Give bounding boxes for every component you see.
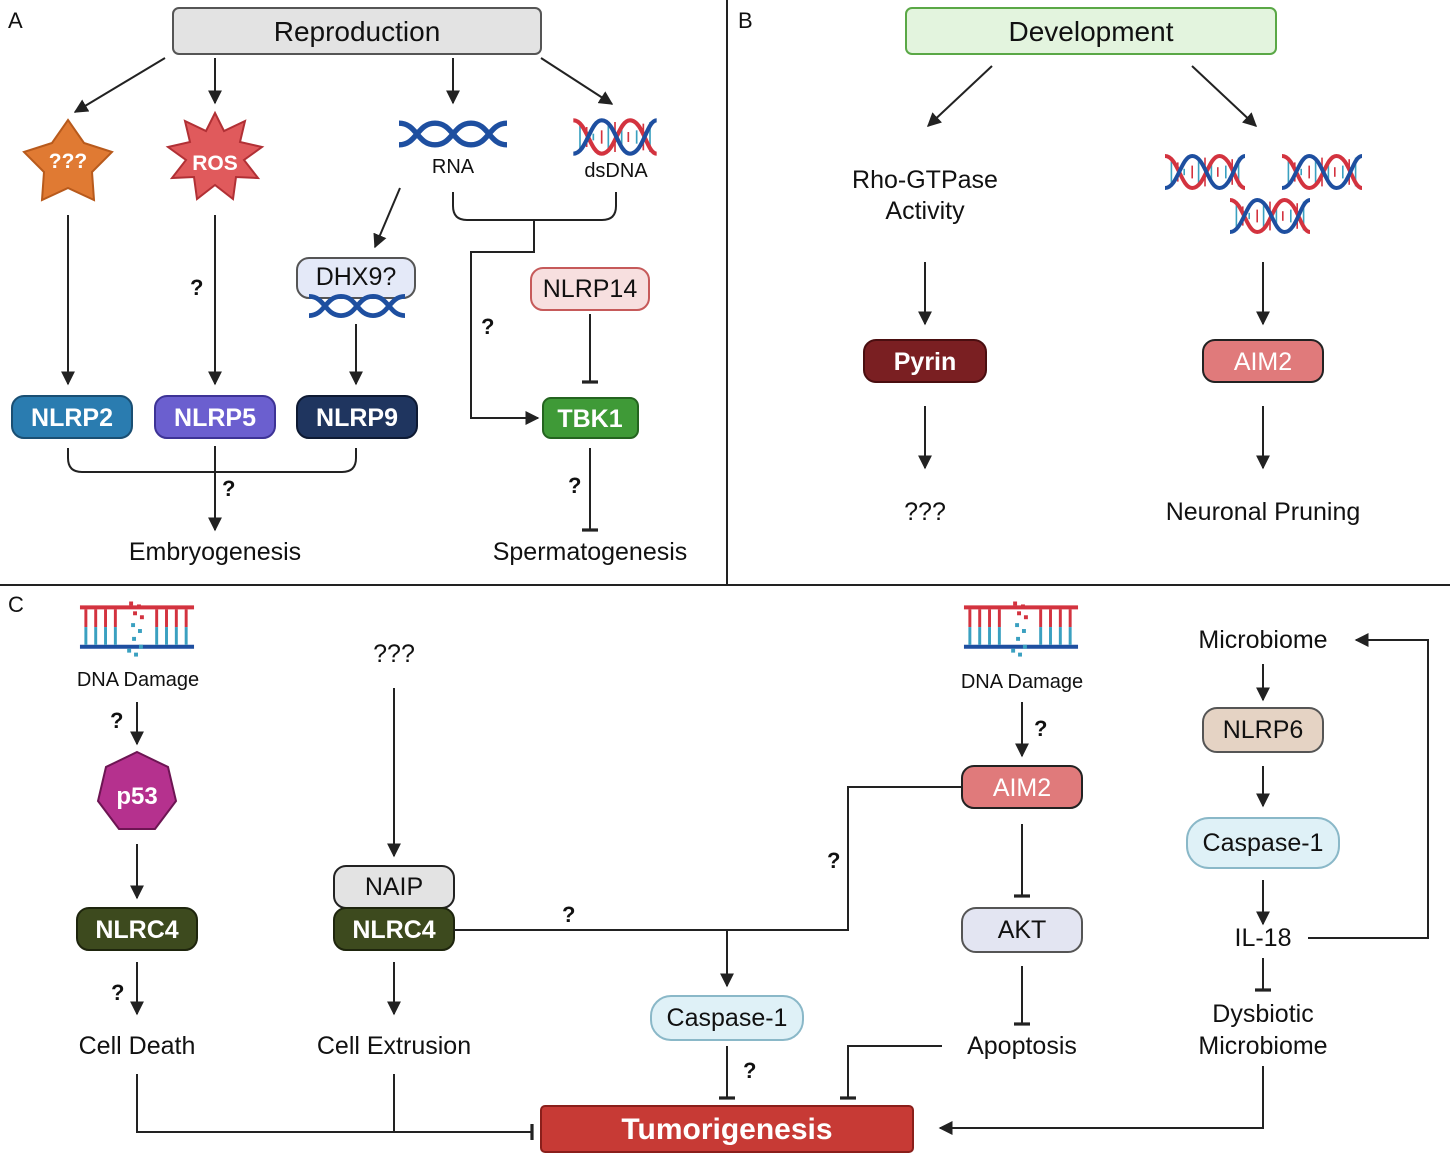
dhx9-label: DHX9?: [316, 263, 397, 291]
dsdna-label: dsDNA: [584, 160, 648, 182]
aim2-question: ?: [1034, 716, 1047, 741]
p53-question: ?: [110, 708, 123, 733]
cell-death-question: ?: [111, 980, 124, 1005]
dna-damage-right-label: DNA Damage: [961, 671, 1083, 693]
nlrc4-left-label: NLRC4: [95, 916, 178, 944]
rna-label: RNA: [432, 156, 475, 178]
reproduction-box: [172, 7, 542, 55]
tumorigenesis-label: Tumorigenesis: [621, 1113, 832, 1146]
unknown-star-icon: [22, 118, 114, 202]
cell-death-label: Cell Death: [79, 1032, 196, 1060]
apoptosis-label: Apoptosis: [967, 1032, 1077, 1060]
neuronal-pruning-label: Neuronal Pruning: [1166, 498, 1361, 526]
spermatogenesis-label: Spermatogenesis: [493, 538, 688, 566]
nlrp2-label: NLRP2: [31, 404, 113, 432]
aim2-box-tumor: [961, 765, 1083, 809]
development-box: [905, 7, 1277, 55]
caspase1-box-mid: [650, 995, 804, 1041]
nlrp6-box: [1202, 707, 1324, 753]
dsdna-helix-icon: [1165, 156, 1245, 188]
rho-gtpase-line2: Activity: [885, 197, 965, 225]
dysbiotic-line1: Dysbiotic: [1212, 1000, 1313, 1028]
dsdna-helix-icon: [573, 120, 656, 153]
embryogenesis-label: Embryogenesis: [129, 538, 301, 566]
panel-label-c: C: [8, 592, 24, 617]
panel-label-b: B: [738, 8, 753, 33]
caspase-question: ?: [743, 1058, 756, 1083]
nlrp14-box: [530, 267, 650, 311]
reproduction-title: Reproduction: [274, 16, 441, 47]
il18-label: IL-18: [1235, 924, 1292, 952]
akt-label: AKT: [998, 916, 1047, 944]
nlrp5-box: [154, 395, 276, 439]
caspase1-box-right: [1186, 817, 1340, 869]
dhx9-rna-icon: [309, 296, 405, 315]
p53-label: p53: [116, 783, 157, 810]
ros-burst-icon: [165, 110, 265, 201]
caspase1-right-label: Caspase-1: [1203, 829, 1324, 857]
akt-box: [961, 907, 1083, 953]
dna-damage-icon: [80, 602, 194, 657]
sperm-question: ?: [568, 473, 581, 498]
dsdna-helix-icon: [1282, 156, 1362, 188]
p53-heptagon: [96, 750, 178, 830]
aim2-line-question: ?: [827, 848, 840, 873]
nlrp9-box: [296, 395, 418, 439]
nlrp14-label: NLRP14: [543, 275, 638, 303]
naip-label: NAIP: [365, 873, 423, 901]
ros-question: ?: [190, 275, 203, 300]
dysbiotic-line2: Microbiome: [1198, 1032, 1327, 1060]
aim2-box-development: [1202, 339, 1324, 383]
pyrin-box: [863, 339, 987, 383]
dsdna-helix-icon: [1230, 200, 1310, 232]
aim2-tumor-label: AIM2: [993, 774, 1051, 802]
pyrin-label: Pyrin: [894, 348, 957, 376]
star-label: ???: [49, 150, 87, 173]
development-unknown: ???: [904, 498, 946, 526]
nlrc4-question: ?: [562, 902, 575, 927]
panel-label-a: A: [8, 8, 23, 33]
caspase1-mid-label: Caspase-1: [667, 1004, 788, 1032]
rna-helix-icon: [399, 123, 507, 145]
tbk1-box: [542, 397, 639, 439]
nlrp6-label: NLRP6: [1223, 716, 1304, 744]
aim2-label-development: AIM2: [1234, 348, 1292, 376]
nlrp9-label: NLRP9: [316, 404, 398, 432]
rho-gtpase-line1: Rho-GTPase: [852, 166, 998, 194]
dhx9-box: [296, 257, 416, 299]
cell-extrusion-label: Cell Extrusion: [317, 1032, 471, 1060]
embryo-question: ?: [222, 476, 235, 501]
ros-label: ROS: [192, 152, 238, 175]
development-title: Development: [1009, 16, 1174, 47]
tumorigenesis-box: [540, 1105, 914, 1153]
nlrp5-label: NLRP5: [174, 404, 256, 432]
nlrp2-box: [11, 395, 133, 439]
microbiome-label: Microbiome: [1198, 626, 1327, 654]
dna-damage-icon: [964, 602, 1078, 657]
tbk1-label: TBK1: [557, 405, 622, 433]
dna-damage-left-label: DNA Damage: [77, 669, 199, 691]
panel-c-unknown: ???: [373, 640, 415, 668]
nlrc4-mid-label: NLRC4: [352, 916, 435, 944]
nlrc4-box-left: [76, 907, 198, 951]
tbk1-question: ?: [481, 314, 494, 339]
